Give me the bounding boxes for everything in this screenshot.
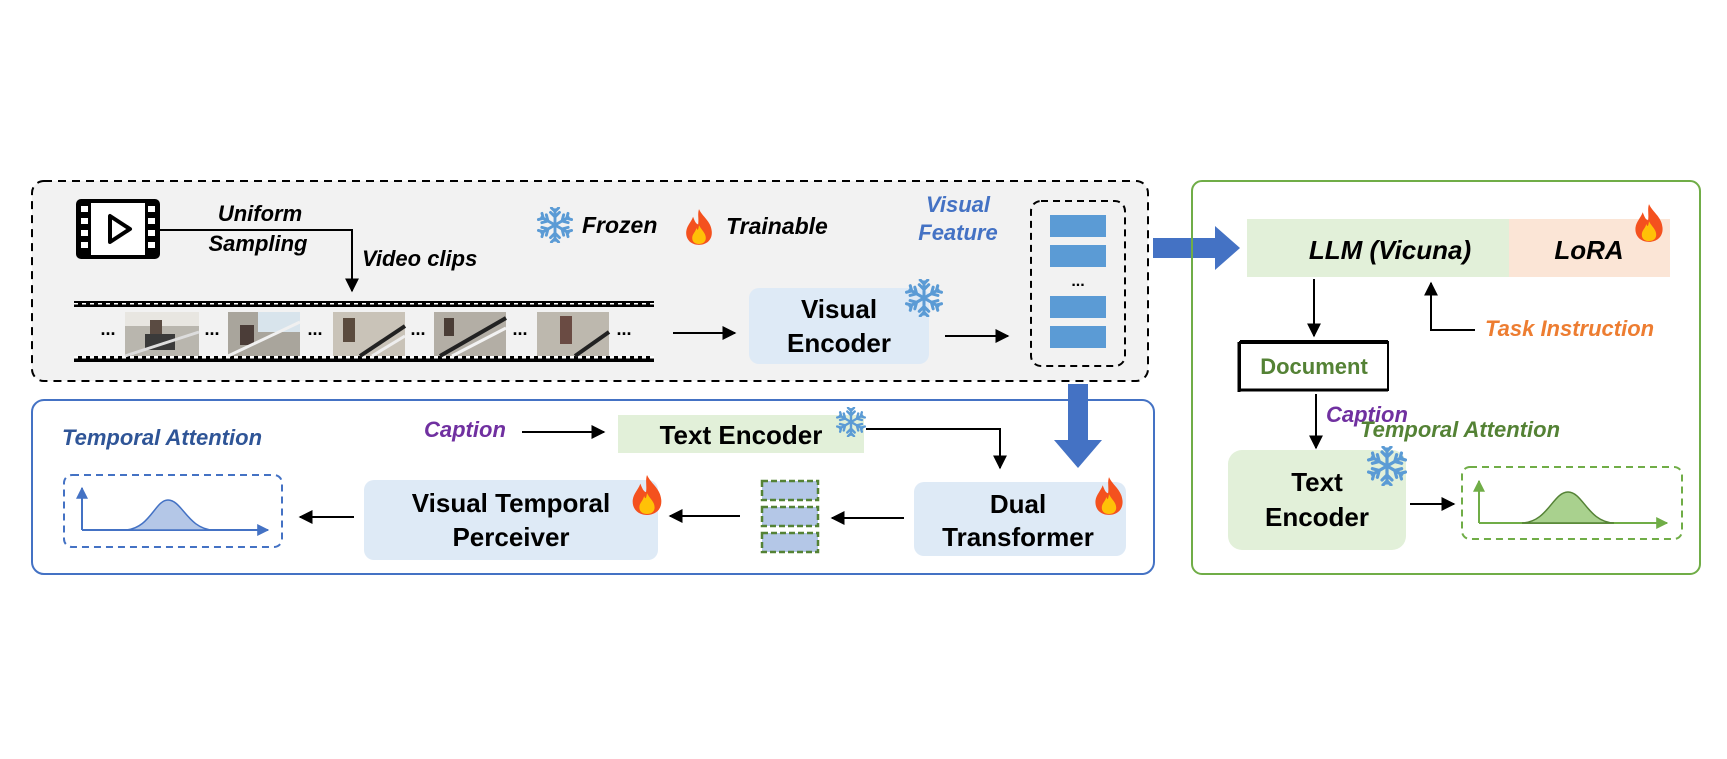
video-frame <box>537 312 611 358</box>
text-encoder-box-right <box>1228 450 1406 550</box>
visual-temporal-perceiver-box <box>364 480 658 560</box>
visual-temporal-perceiver-label-line1: Visual Temporal <box>412 488 610 518</box>
video-frame <box>227 312 301 358</box>
attention-curve-green <box>1521 491 1615 524</box>
temporal-attention-plot-right <box>1461 466 1683 540</box>
task-instruction-arrow <box>1424 281 1475 331</box>
film-ellipsis: ... <box>100 319 115 339</box>
llm-box <box>1247 219 1509 277</box>
big-arrow-to-llm <box>1153 226 1240 270</box>
feature-token <box>1050 215 1106 237</box>
feature-token <box>1050 245 1106 267</box>
uniform-sampling-label-line2: Sampling <box>208 231 308 256</box>
dual-transformer-label-line1: Dual <box>990 489 1046 519</box>
visual-feature-label-line2: Feature <box>918 220 997 245</box>
fused-token-stack <box>760 479 820 554</box>
film-ellipsis: ... <box>204 319 219 339</box>
document-scroll <box>1237 340 1389 392</box>
legend-trainable-label: Trainable <box>726 213 828 239</box>
feature-ellipsis: ... <box>1071 273 1084 290</box>
sampling-arrow <box>160 229 359 293</box>
video-frames-filmstrip: ... ... ... ... ... <box>74 301 654 362</box>
task-instruction-label: Task Instruction <box>1485 316 1654 341</box>
film-ellipsis: ... <box>512 319 527 339</box>
text-encoder-to-dual-arrow <box>866 428 1007 470</box>
visual-encoder-label-line1: Visual <box>801 294 877 324</box>
visual-encoder-box <box>749 288 929 364</box>
legend-frozen-label: Frozen <box>582 212 657 238</box>
temporal-attention-plot-left <box>63 474 283 548</box>
lora-label: LoRA <box>1554 235 1623 265</box>
film-ellipsis: ... <box>616 319 631 339</box>
uniform-sampling-label-line1: Uniform <box>218 201 302 226</box>
llm-label: LLM (Vicuna) <box>1309 235 1471 265</box>
feature-token <box>1050 326 1106 348</box>
dual-transformer-label-line2: Transformer <box>942 522 1094 552</box>
temporal-attention-title-right: Temporal Attention <box>1360 417 1560 442</box>
caption-label-right: Caption <box>1326 402 1408 427</box>
visual-feature-stack <box>1030 200 1126 367</box>
visual-feature-label-line1: Visual <box>926 192 991 217</box>
visual-temporal-perceiver-label-line2: Perceiver <box>452 522 569 552</box>
feature-token <box>1050 296 1106 318</box>
video-frame <box>434 312 507 358</box>
temporal-grounding-panel <box>31 399 1155 575</box>
video-frame <box>124 312 200 358</box>
flame-icon <box>1635 204 1663 242</box>
attention-curve-blue <box>124 499 214 531</box>
film-ellipsis: ... <box>410 319 425 339</box>
text-encoder-label-bottom: Text Encoder <box>660 420 823 450</box>
video-clips-label: Video clips <box>362 246 477 271</box>
video-frame <box>333 312 407 358</box>
visual-encoder-label-line2: Encoder <box>787 328 891 358</box>
llm-reasoning-panel <box>1191 180 1701 575</box>
dual-transformer-box <box>914 482 1126 556</box>
caption-label-bottom: Caption <box>424 417 506 442</box>
text-encoder-label-right-line2: Encoder <box>1265 502 1369 532</box>
temporal-attention-title-left: Temporal Attention <box>62 425 262 450</box>
film-ellipsis: ... <box>307 319 322 339</box>
big-arrow-to-dual-transformer <box>1054 384 1102 468</box>
document-label: Document <box>1260 354 1368 379</box>
text-encoder-box-bottom <box>618 415 864 453</box>
text-encoder-label-right-line1: Text <box>1291 467 1343 497</box>
video-play-icon <box>76 199 160 259</box>
